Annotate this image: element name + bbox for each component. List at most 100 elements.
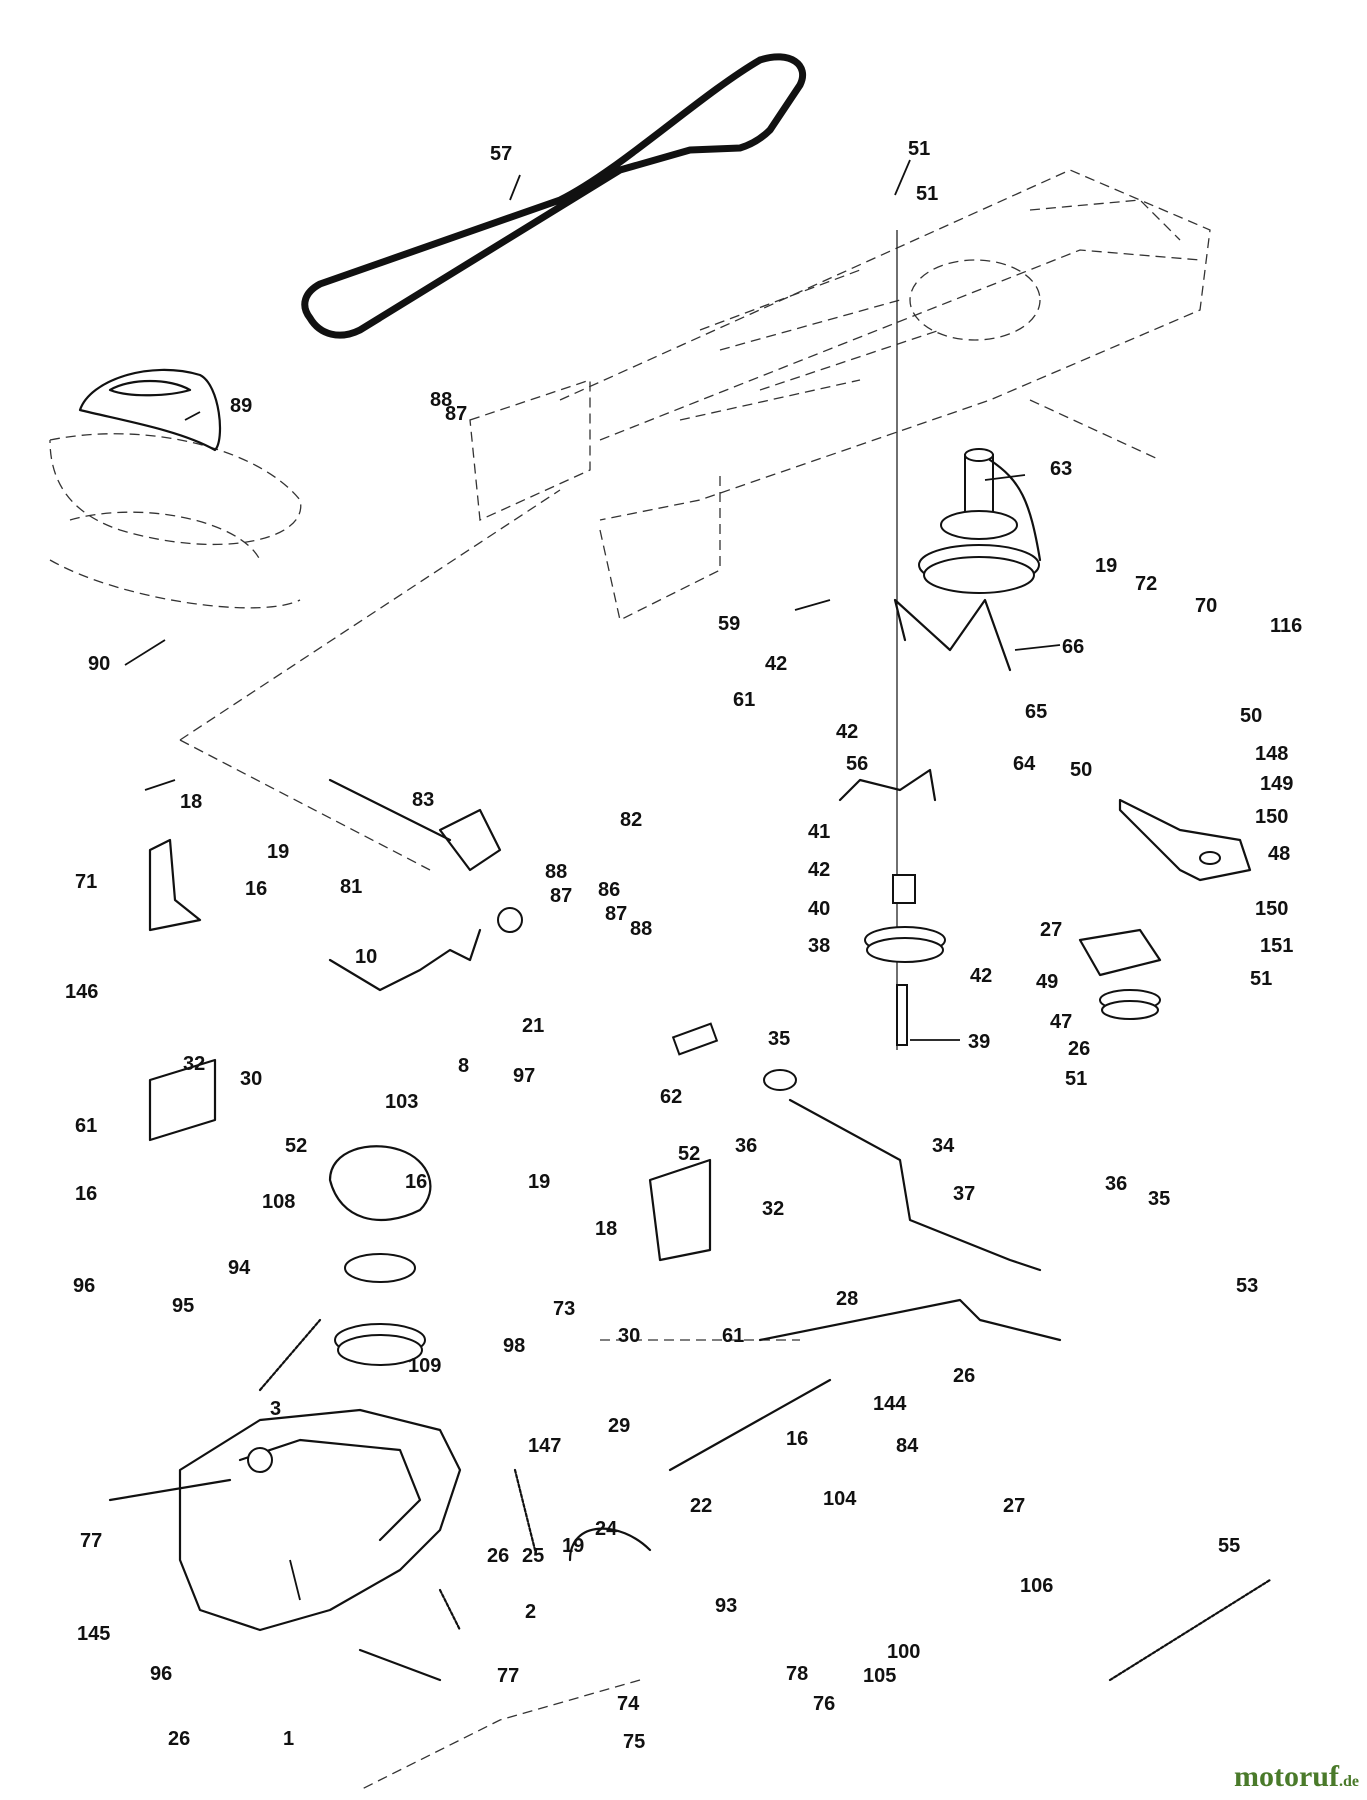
engine-pulley-stack: [864, 230, 1040, 1050]
callout-labels: 57 51 51 88 87 89 63 19 72 70 116 90 59 …: [65, 138, 1302, 1753]
callout-96: 96: [150, 1663, 172, 1685]
linkage-rods: [668, 1022, 1062, 1472]
callout-16: 16: [75, 1183, 97, 1205]
callout-18: 18: [595, 1218, 617, 1240]
callout-42: 42: [808, 859, 830, 881]
callout-34: 34: [932, 1135, 955, 1157]
callout-89: 89: [230, 395, 252, 417]
callout-104: 104: [823, 1488, 857, 1510]
callout-47: 47: [1050, 1011, 1072, 1033]
callout-27: 27: [1040, 919, 1062, 941]
callout-51: 51: [916, 183, 938, 205]
callout-19: 19: [562, 1535, 584, 1557]
callout-30: 30: [618, 1325, 640, 1347]
idler-bracket: [1078, 798, 1252, 1020]
callout-3: 3: [270, 1398, 281, 1420]
callout-116: 116: [1270, 615, 1302, 637]
callout-56: 56: [846, 753, 868, 775]
callout-98: 98: [503, 1335, 525, 1357]
callout-150: 150: [1255, 806, 1288, 828]
callout-22: 22: [690, 1495, 712, 1517]
callout-72: 72: [1135, 573, 1157, 595]
mounting-brackets: [148, 838, 712, 1262]
callout-18: 18: [180, 791, 202, 813]
callout-26: 26: [168, 1728, 190, 1750]
callout-52: 52: [678, 1143, 700, 1165]
callout-105: 105: [863, 1665, 896, 1687]
callout-32: 32: [183, 1053, 205, 1075]
callout-66: 66: [1062, 636, 1084, 658]
callout-75: 75: [623, 1731, 645, 1753]
callout-146: 146: [65, 981, 98, 1003]
callout-63: 63: [1050, 458, 1072, 480]
transaxle-fan-pulley: [328, 1145, 432, 1366]
callout-108: 108: [262, 1191, 295, 1213]
callout-16: 16: [405, 1171, 427, 1193]
callout-29: 29: [608, 1415, 630, 1437]
callout-94: 94: [228, 1257, 251, 1279]
callout-100: 100: [887, 1641, 920, 1663]
callout-90: 90: [88, 653, 110, 675]
callout-52: 52: [285, 1135, 307, 1157]
callout-37: 37: [953, 1183, 975, 1205]
callout-145: 145: [77, 1623, 110, 1645]
callout-16: 16: [245, 878, 267, 900]
callout-32: 32: [762, 1198, 784, 1220]
callout-148: 148: [1255, 743, 1288, 765]
callout-57: 57: [490, 143, 512, 165]
callout-39: 39: [968, 1031, 990, 1053]
callout-87: 87: [550, 885, 572, 907]
callout-8: 8: [458, 1055, 469, 1077]
callout-64: 64: [1013, 753, 1036, 775]
callout-96: 96: [73, 1275, 95, 1297]
callout-49: 49: [1036, 971, 1058, 993]
callout-19: 19: [528, 1171, 550, 1193]
callout-30: 30: [240, 1068, 262, 1090]
callout-81: 81: [340, 876, 362, 898]
seat-pan: [78, 368, 222, 452]
callout-25: 25: [522, 1545, 544, 1567]
callout-61: 61: [722, 1325, 744, 1347]
callout-19: 19: [1095, 555, 1117, 577]
callout-26: 26: [487, 1545, 509, 1567]
callout-88: 88: [630, 918, 652, 940]
callout-84: 84: [896, 1435, 919, 1457]
chassis-frame: [49, 169, 1211, 1791]
callout-10: 10: [355, 946, 377, 968]
callout-77: 77: [497, 1665, 519, 1687]
watermark-logo: motoruf.de: [1234, 1760, 1359, 1794]
callout-26: 26: [1068, 1038, 1090, 1060]
callout-71: 71: [75, 871, 97, 893]
callout-35: 35: [768, 1028, 790, 1050]
callout-1: 1: [283, 1728, 294, 1750]
callout-88: 88: [430, 389, 452, 411]
callout-82: 82: [620, 809, 642, 831]
callout-42: 42: [970, 965, 992, 987]
callout-106: 106: [1020, 1575, 1053, 1597]
callout-55: 55: [1218, 1535, 1240, 1557]
callout-93: 93: [715, 1595, 737, 1617]
callout-144: 144: [873, 1393, 907, 1415]
callout-42: 42: [765, 653, 787, 675]
callout-61: 61: [75, 1115, 97, 1137]
callout-151: 151: [1260, 935, 1293, 957]
belt-guides: [838, 458, 1042, 802]
callout-76: 76: [813, 1693, 835, 1715]
callout-50: 50: [1070, 759, 1092, 781]
callout-78: 78: [786, 1663, 808, 1685]
hose: [568, 1527, 652, 1562]
callout-86: 86: [598, 879, 620, 901]
callout-28: 28: [836, 1288, 858, 1310]
callout-150: 150: [1255, 898, 1288, 920]
callout-36: 36: [1105, 1173, 1127, 1195]
callout-73: 73: [553, 1298, 575, 1320]
watermark-brand: motoruf: [1234, 1760, 1339, 1793]
callout-40: 40: [808, 898, 830, 920]
transaxle-housing: [108, 1408, 462, 1682]
callout-65: 65: [1025, 701, 1047, 723]
callout-103: 103: [385, 1091, 418, 1113]
callout-48: 48: [1268, 843, 1290, 865]
callout-38: 38: [808, 935, 830, 957]
callout-97: 97: [513, 1065, 535, 1087]
callout-62: 62: [660, 1086, 682, 1108]
